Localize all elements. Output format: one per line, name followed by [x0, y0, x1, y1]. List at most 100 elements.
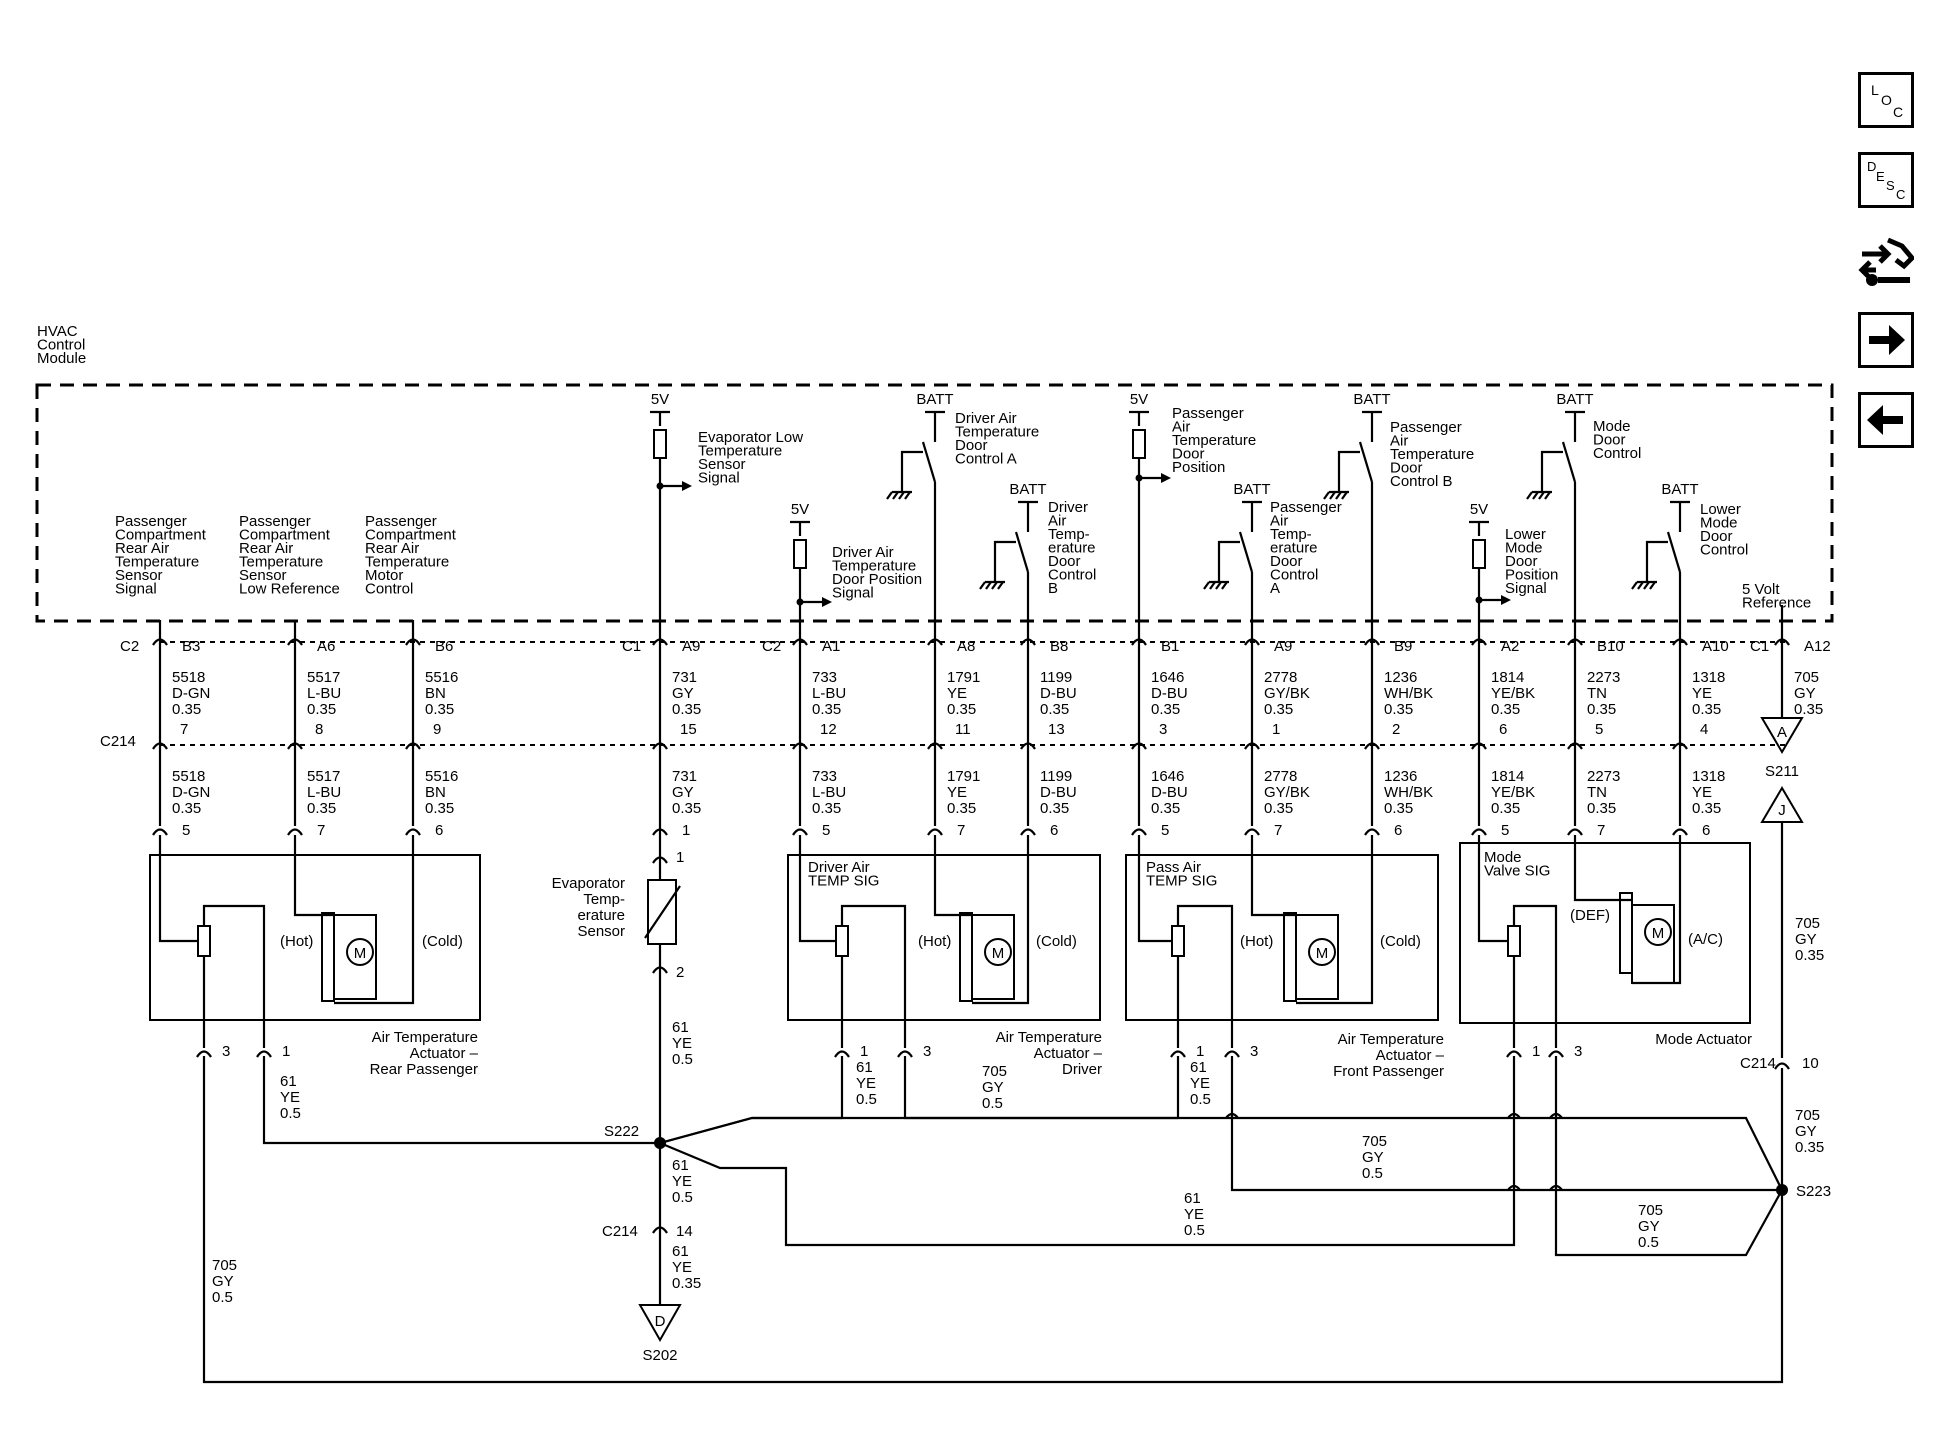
wire-705-label: 705	[982, 1063, 1007, 1080]
evap-pin2-cup	[652, 966, 668, 974]
c214-pin-number: 15	[680, 721, 697, 738]
connector-c214-label-right: C214	[1740, 1055, 1776, 1072]
driver-control-a-blade	[921, 441, 937, 483]
pin-label-a8: A8	[957, 638, 975, 655]
c214-pin-cup	[1364, 742, 1380, 750]
front-motor-frame	[1295, 914, 1339, 1000]
wire-61-label: 0.5	[1190, 1091, 1211, 1108]
connector-c1-label: C1	[1750, 638, 1769, 655]
c214-pin-cup	[1020, 742, 1036, 750]
module-pin-cup	[405, 638, 421, 646]
s222-to-mode-pin1	[659, 1056, 1516, 1247]
five-volt-reference-label: 5 Volt	[1742, 581, 1780, 598]
wire-spec-upper: 0.35	[1692, 701, 1721, 718]
wire-spec-upper: 0.35	[1040, 701, 1069, 718]
component-pin-cup	[1244, 828, 1260, 836]
rear-lowref-label: Low Reference	[239, 581, 340, 598]
wire-spec-upper: 1814	[1491, 669, 1524, 686]
driver-control-a-batt-text: BATT	[916, 391, 953, 408]
evap-sensor-name: Sensor	[577, 923, 625, 940]
svg-text:S: S	[1886, 178, 1895, 193]
mode-motor	[1644, 918, 1672, 946]
wire-spec-lower: 0.35	[947, 800, 976, 817]
wire-705-label: 705	[1638, 1202, 1663, 1219]
passenger-control-a-label: A	[1270, 580, 1280, 597]
wire-705-label: 0.5	[982, 1095, 1003, 1112]
five-volt-reference-label: Reference	[1742, 595, 1811, 612]
front-signal-label: TEMP SIG	[1146, 873, 1217, 890]
module-title: Control	[37, 337, 85, 354]
rear-pin1-cup	[256, 1050, 272, 1058]
mode-potentiometer	[1507, 925, 1521, 957]
wire-61-label: 61	[1190, 1059, 1207, 1076]
passenger-control-a-label: Passenger	[1270, 499, 1342, 516]
pass-pullup-resistor	[1132, 429, 1146, 459]
c214-pin-cup	[652, 742, 668, 750]
lower-mode-position-label: Lower	[1505, 526, 1546, 543]
pass-control-a-ground-hatch	[1221, 581, 1228, 590]
rear-hot-label: (Hot)	[280, 933, 313, 950]
lower-mode-control-blade	[1666, 531, 1682, 573]
evap-sensor-thermistor	[644, 885, 681, 939]
evap-pullup-resistor	[653, 429, 667, 459]
wire-spec-upper: BN	[425, 685, 446, 702]
ref-d-triangle	[638, 1304, 682, 1343]
wire-spec-lower: 1236	[1384, 768, 1417, 785]
wire-spec-lower: 1199	[1040, 768, 1072, 785]
front-hot-label: (Hot)	[1240, 933, 1273, 950]
driver-position-label: Signal	[832, 585, 874, 602]
c214-pin-number: 13	[1048, 721, 1065, 738]
rear-lowref-label: Sensor	[239, 567, 287, 584]
description-view-button[interactable]: D E S C	[1858, 152, 1914, 208]
connector-tool-icon	[1858, 237, 1916, 286]
wire-spec-upper: GY	[672, 685, 694, 702]
arrow-left-icon	[1867, 405, 1903, 435]
svg-text:L: L	[1871, 82, 1879, 98]
connector-repair-button[interactable]	[1858, 232, 1916, 290]
rear-signal-label: Sensor	[115, 567, 163, 584]
location-view-button[interactable]: L O C	[1858, 72, 1914, 128]
front-actuator-name: Air Temperature	[1338, 1031, 1444, 1048]
component-pin-cup	[1471, 828, 1487, 836]
previous-page-button[interactable]	[1858, 392, 1914, 448]
lower-mode-door-control-label: Lower	[1700, 501, 1741, 518]
component-pin-number: 5	[1161, 822, 1169, 839]
mode-door-control-ground-hatch	[1538, 491, 1545, 500]
c214-pin-cup	[1244, 742, 1260, 750]
component-pin-cup	[1020, 828, 1036, 836]
wire-spec-lower: D-BU	[1040, 784, 1077, 801]
evap-sensor-name: Evaporator	[552, 875, 625, 892]
wire-spec-lower: 5516	[425, 768, 458, 785]
front-signal-internal	[1137, 835, 1172, 943]
mode-ac-label: (A/C)	[1688, 931, 1723, 948]
pin-label-a6: A6	[317, 638, 335, 655]
svg-text:D: D	[1867, 159, 1876, 174]
wire-spec-lower: 2273	[1587, 768, 1620, 785]
mode-door-control-ground-hatch	[1544, 491, 1551, 500]
rear-actuator-name: Air Temperature	[372, 1029, 478, 1046]
mode-door-control-label: Mode	[1593, 418, 1631, 435]
passenger-control-b-label: Air	[1390, 433, 1408, 450]
driver-signal-internal	[798, 835, 836, 943]
driver-pin3-number: 3	[923, 1043, 931, 1060]
module-pin-cup	[1672, 638, 1688, 646]
evap-signal-label: Sensor	[698, 456, 746, 473]
driver-control-a-ground-hatch	[904, 491, 911, 500]
pin-label-a10: A10	[1702, 638, 1729, 655]
wire-61-label: 0.5	[856, 1091, 877, 1108]
driver-pullup-resistor	[793, 539, 807, 569]
wire-705-label: 0.5	[1638, 1234, 1659, 1251]
next-page-button[interactable]	[1858, 312, 1914, 368]
component-pin-number: 7	[317, 822, 325, 839]
wire-spec-upper: 0.35	[947, 701, 976, 718]
splice-s211-label: S211	[1765, 763, 1799, 780]
wire-spec-lower: 1814	[1491, 768, 1524, 785]
c214-pin-number: 9	[433, 721, 441, 738]
wire-spec-upper: GY	[1794, 685, 1816, 702]
driver-control-b-label: Door	[1048, 553, 1081, 570]
pass-position-arrow-head	[1161, 473, 1171, 483]
wire-spec-upper: L-BU	[307, 685, 341, 702]
rear-signal-label: Temperature	[115, 554, 199, 571]
lower-mode-control-batt-text: BATT	[1661, 481, 1698, 498]
wire-spec-lower: 731	[672, 768, 697, 785]
